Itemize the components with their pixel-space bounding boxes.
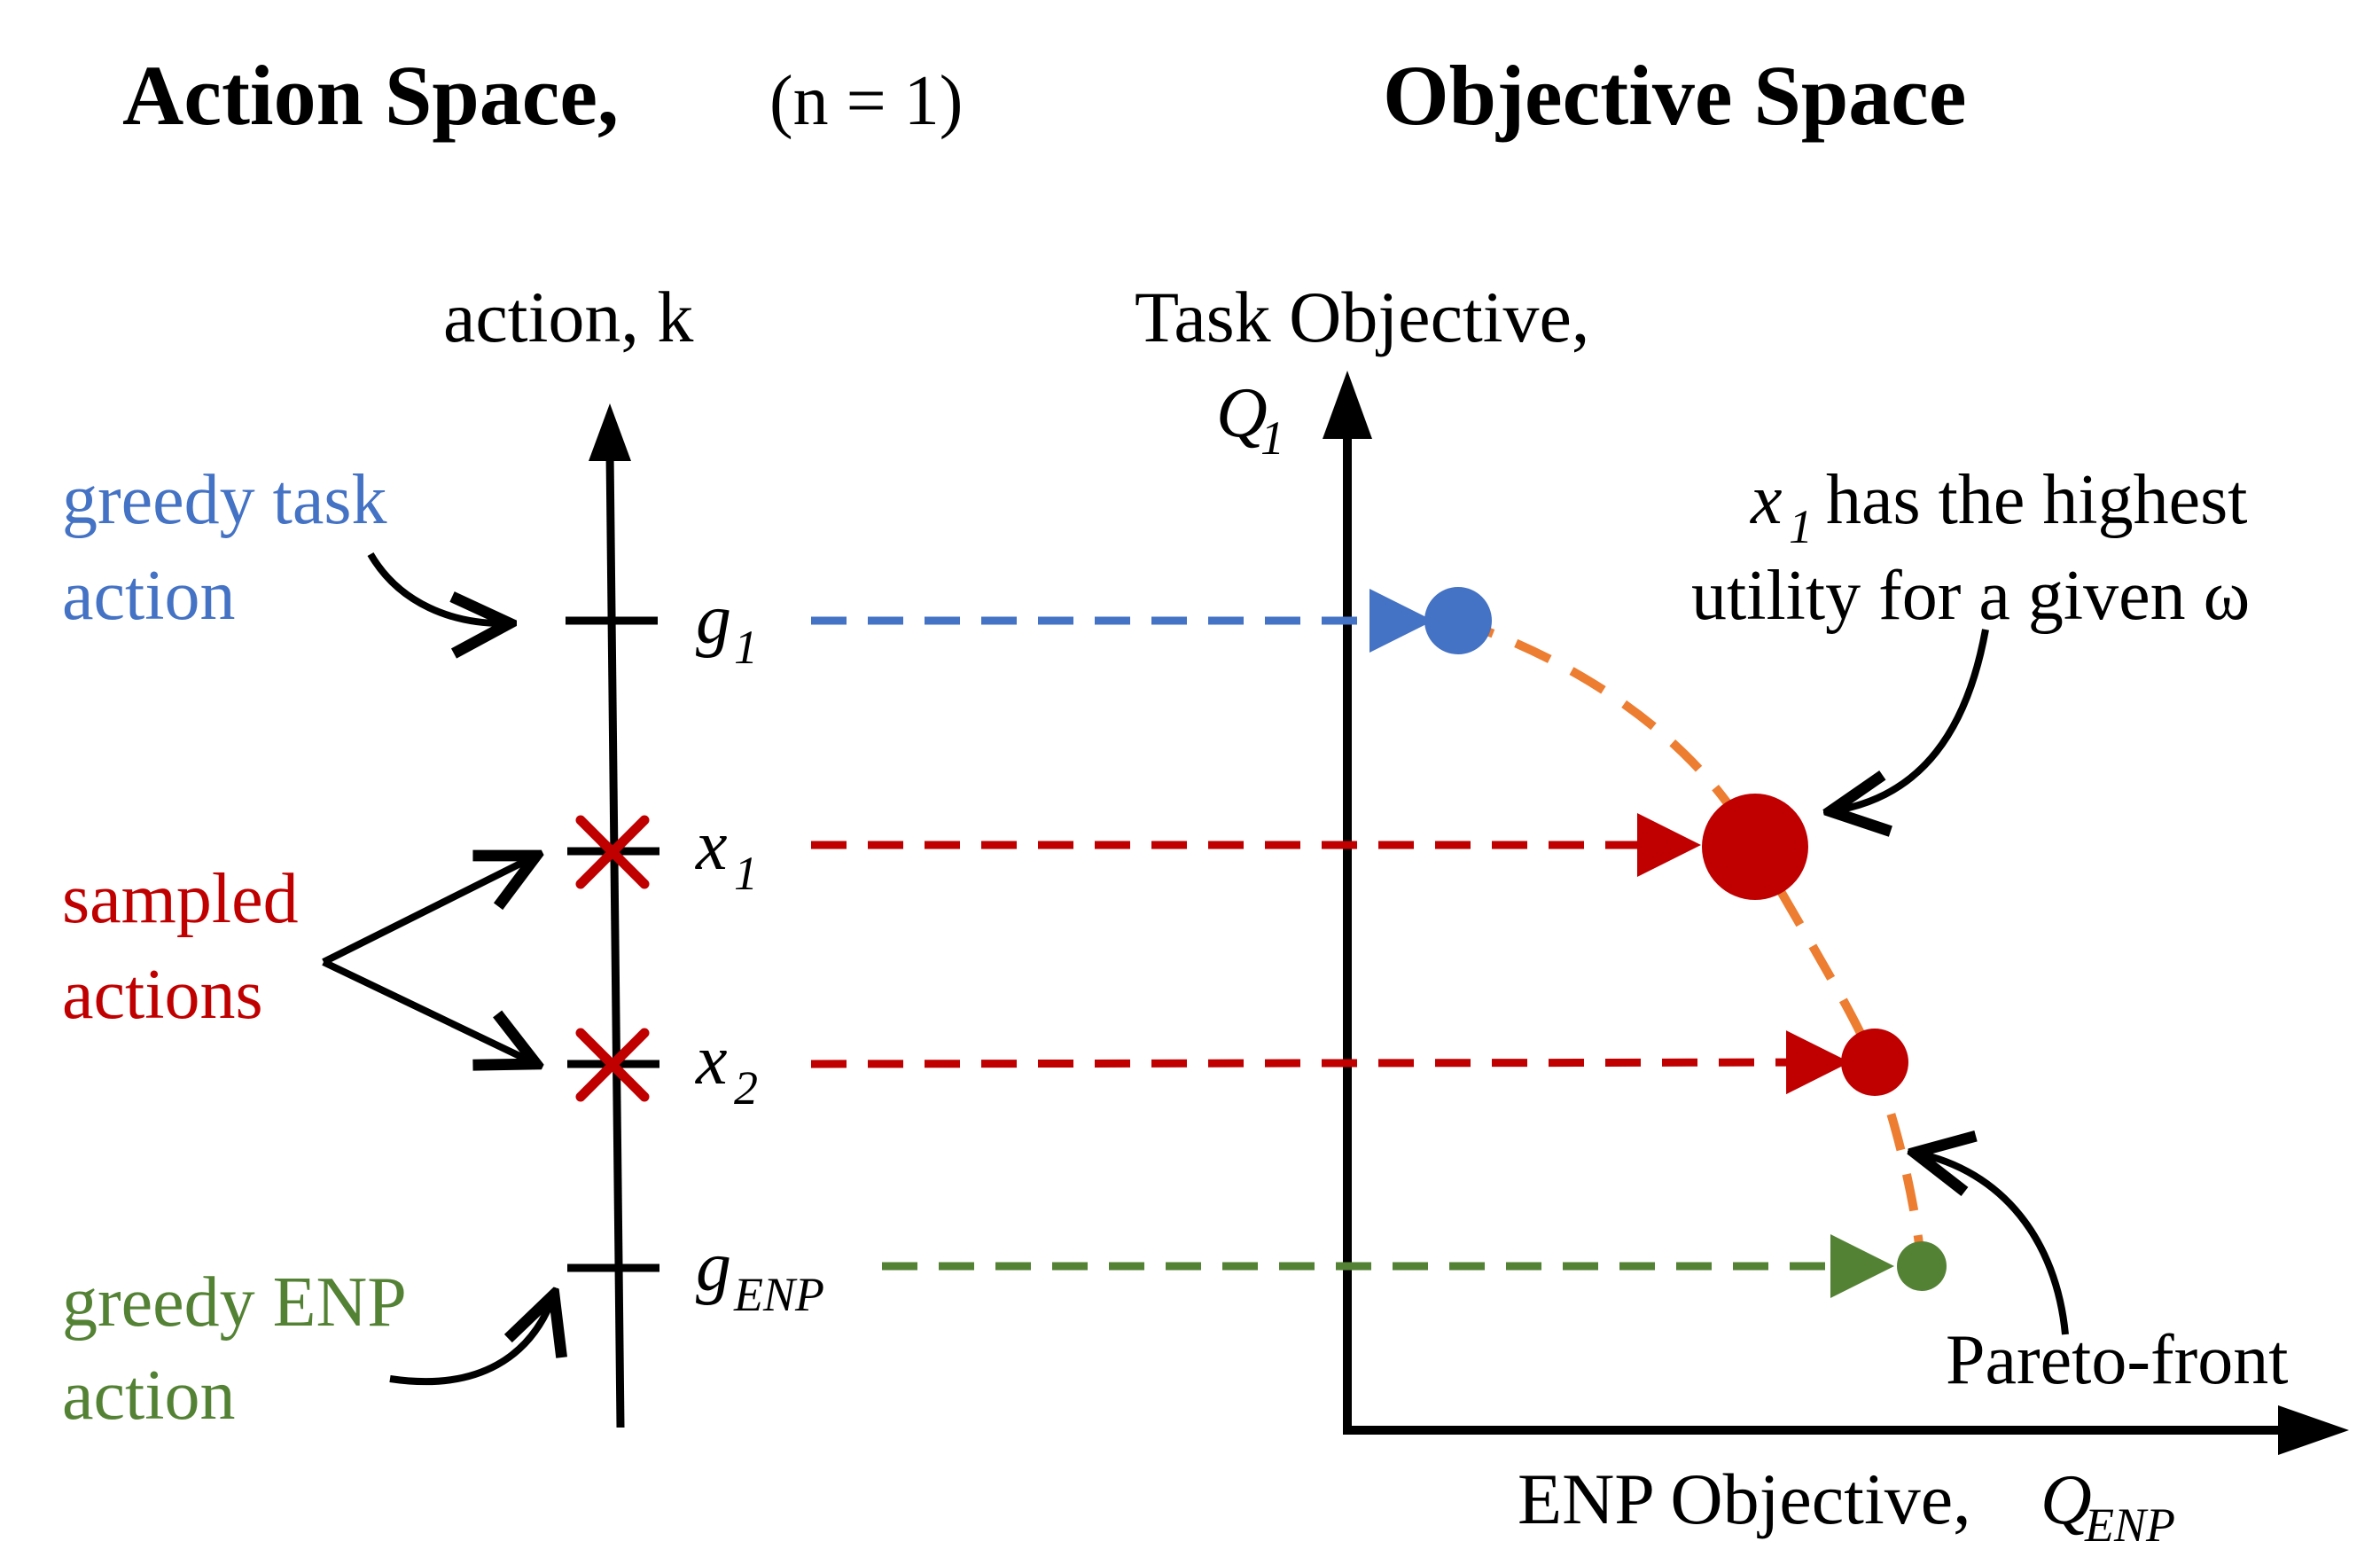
svg-text:utility for a given ω: utility for a given ω bbox=[1691, 557, 2250, 635]
label-x2: x 2 bbox=[695, 1021, 758, 1115]
label-genp: g ENP bbox=[696, 1228, 824, 1321]
svg-text:action: action bbox=[62, 1357, 235, 1435]
action-axis-label: action, k bbox=[443, 277, 693, 357]
svg-text:action: action bbox=[62, 557, 235, 635]
svg-text:x: x bbox=[695, 1021, 728, 1099]
objective-space-title: Objective Space bbox=[1383, 48, 1967, 143]
annotation-highest-utility: x 1 has the highest utility for a given … bbox=[1691, 461, 2250, 635]
mapping-arrow-x2 bbox=[810, 1030, 1850, 1095]
action-axis bbox=[605, 451, 625, 1428]
objective-y-arrowhead bbox=[1323, 371, 1372, 439]
sample-marker-x1 bbox=[575, 815, 650, 889]
point-genp bbox=[1897, 1241, 1947, 1291]
svg-text:x: x bbox=[1750, 461, 1783, 539]
point-x2 bbox=[1841, 1029, 1908, 1096]
sample-marker-x2 bbox=[575, 1028, 650, 1102]
y-axis-label-text: Task Objective, bbox=[1135, 277, 1589, 357]
svg-text:greedy task: greedy task bbox=[62, 461, 387, 539]
highest-utility-pointer bbox=[1830, 629, 1989, 811]
svg-text:has the highest: has the highest bbox=[1826, 461, 2247, 539]
pareto-front-label: Pareto-front bbox=[1946, 1321, 2289, 1399]
svg-text:Q: Q bbox=[1216, 374, 1268, 452]
label-g1: g 1 bbox=[696, 581, 758, 674]
action-space-title: Action Space, bbox=[122, 48, 619, 143]
svg-text:ENP Objective,: ENP Objective, bbox=[1518, 1459, 1971, 1539]
pareto-front-pointer bbox=[1915, 1153, 2069, 1335]
svg-text:1: 1 bbox=[1260, 411, 1284, 465]
svg-text:ENP: ENP bbox=[2084, 1498, 2175, 1549]
point-x1 bbox=[1702, 794, 1808, 900]
annotation-greedy-task: greedy task action bbox=[62, 461, 387, 635]
svg-text:g: g bbox=[696, 1228, 731, 1306]
objective-x-arrowhead bbox=[2278, 1405, 2349, 1455]
svg-text:g: g bbox=[696, 581, 731, 659]
svg-text:1: 1 bbox=[734, 621, 758, 674]
annotation-greedy-enp: greedy ENP action bbox=[62, 1263, 407, 1435]
svg-text:1: 1 bbox=[734, 847, 758, 900]
sampled-pointer-x2 bbox=[322, 958, 536, 1064]
action-axis-arrowhead bbox=[589, 403, 631, 461]
svg-text:Q: Q bbox=[2041, 1461, 2092, 1539]
label-x1: x 1 bbox=[695, 807, 758, 900]
y-axis-label-symbol: Q 1 bbox=[1216, 374, 1284, 465]
svg-text:sampled: sampled bbox=[62, 860, 299, 938]
greedy-task-pointer bbox=[367, 552, 510, 623]
svg-text:greedy ENP: greedy ENP bbox=[62, 1263, 407, 1342]
pareto-front-curve bbox=[1456, 616, 1926, 1267]
sampled-pointer-x1 bbox=[322, 856, 536, 966]
point-g1 bbox=[1424, 587, 1492, 654]
x-axis-label: ENP Objective, Q ENP bbox=[1518, 1459, 2175, 1549]
annotation-sampled: sampled actions bbox=[62, 860, 299, 1034]
svg-text:2: 2 bbox=[734, 1061, 758, 1115]
action-space-note: (n = 1) bbox=[769, 62, 963, 140]
svg-text:actions: actions bbox=[62, 956, 263, 1034]
greedy-enp-pointer bbox=[389, 1295, 554, 1386]
svg-text:x: x bbox=[695, 807, 728, 885]
svg-text:1: 1 bbox=[1789, 500, 1813, 553]
svg-text:ENP: ENP bbox=[733, 1268, 824, 1321]
